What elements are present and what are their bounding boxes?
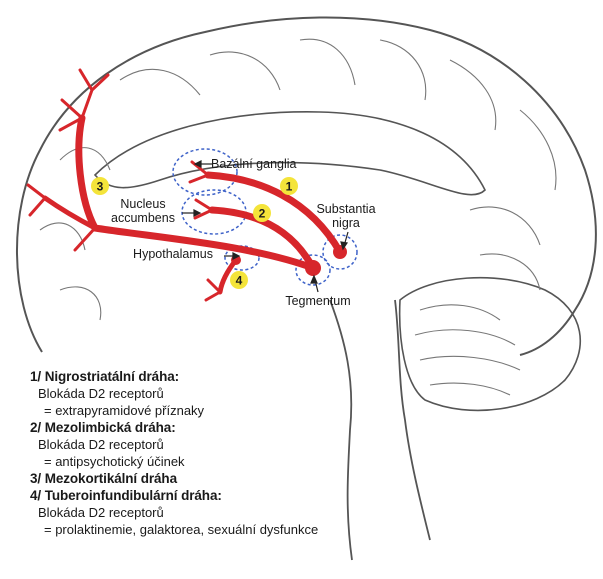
legend-consequence-4: = prolaktinemie, galaktorea, sexuální dy… bbox=[30, 521, 450, 538]
soma-tegmentum bbox=[305, 260, 321, 276]
label-hypothalamus: Hypothalamus bbox=[133, 247, 213, 261]
legend-consequence-2: = antipsychotický účinek bbox=[30, 453, 450, 470]
legend-effect-1: Blokáda D2 receptorů bbox=[30, 385, 450, 402]
label-bazalni-ganglia: Bazální ganglia bbox=[211, 157, 297, 171]
legend-title-1: 1/ Nigrostriatální dráha: bbox=[30, 368, 450, 385]
legend-effect-2: Blokáda D2 receptorů bbox=[30, 436, 450, 453]
label-nigra: nigra bbox=[332, 216, 360, 230]
label-nucleus: Nucleus bbox=[120, 197, 165, 211]
legend-title-3: 3/ Mezokortikální dráha bbox=[30, 470, 450, 487]
label-accumbens: accumbens bbox=[111, 211, 175, 225]
badge-3-label: 3 bbox=[97, 180, 104, 194]
legend-title-2: 2/ Mezolimbická dráha: bbox=[30, 419, 450, 436]
axon-branches bbox=[28, 70, 220, 300]
legend-item-2: 2/ Mezolimbická dráha: Blokáda D2 recept… bbox=[30, 419, 450, 470]
legend-effect-4: Blokáda D2 receptorů bbox=[30, 504, 450, 521]
legend-item-1: 1/ Nigrostriatální dráha: Blokáda D2 rec… bbox=[30, 368, 450, 419]
label-substantia: Substantia bbox=[316, 202, 375, 216]
legend-item-3: 3/ Mezokortikální dráha bbox=[30, 470, 450, 487]
legend-title-4: 4/ Tuberoinfundibulární dráha: bbox=[30, 487, 450, 504]
legend-item-4: 4/ Tuberoinfundibulární dráha: Blokáda D… bbox=[30, 487, 450, 538]
badge-1-label: 1 bbox=[286, 180, 293, 194]
pathways bbox=[45, 118, 340, 292]
pathway-legend: 1/ Nigrostriatální dráha: Blokáda D2 rec… bbox=[30, 368, 450, 538]
badge-2-label: 2 bbox=[259, 207, 266, 221]
label-tegmentum: Tegmentum bbox=[285, 294, 350, 308]
badge-4-label: 4 bbox=[236, 274, 243, 288]
legend-consequence-1: = extrapyramidové příznaky bbox=[30, 402, 450, 419]
